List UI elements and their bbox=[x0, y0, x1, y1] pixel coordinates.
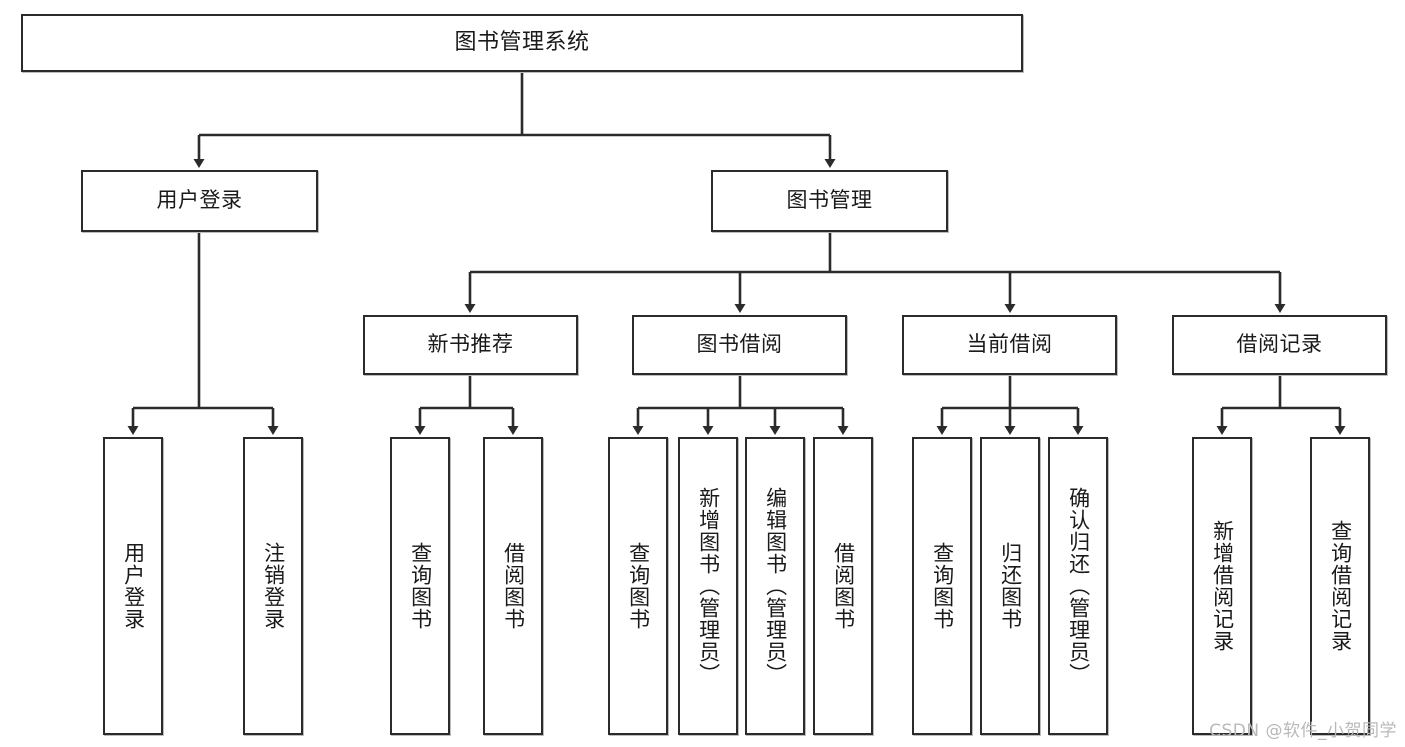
node-label: 图书管理系统 bbox=[454, 29, 590, 55]
node-label: 查询图书 bbox=[626, 542, 651, 630]
node-label: 编辑图书（管理员） bbox=[763, 487, 788, 685]
leaf-new-book-borrow[interactable]: 借阅图书 bbox=[483, 437, 543, 735]
leaf-current-query-book[interactable]: 查询图书 bbox=[912, 437, 972, 735]
leaf-record-add[interactable]: 新增借阅记录 bbox=[1192, 437, 1252, 735]
node-book-borrow[interactable]: 图书借阅 bbox=[632, 315, 847, 375]
node-label: 用户登录 bbox=[121, 542, 146, 630]
leaf-borrow-edit-book[interactable]: 编辑图书（管理员） bbox=[745, 437, 805, 735]
node-book-management[interactable]: 图书管理 bbox=[711, 170, 948, 232]
leaf-new-book-query[interactable]: 查询图书 bbox=[390, 437, 450, 735]
leaf-borrow-query-book[interactable]: 查询图书 bbox=[608, 437, 668, 735]
watermark: CSDN @软件_小贺同学 bbox=[1209, 721, 1397, 741]
node-label: 借阅记录 bbox=[1236, 332, 1323, 357]
leaf-borrow-add-book[interactable]: 新增图书（管理员） bbox=[678, 437, 738, 735]
node-label: 用户登录 bbox=[156, 188, 243, 213]
node-label: 借阅图书 bbox=[501, 542, 526, 630]
node-label: 借阅图书 bbox=[831, 542, 856, 630]
node-root-system[interactable]: 图书管理系统 bbox=[21, 14, 1023, 72]
node-current-borrow[interactable]: 当前借阅 bbox=[902, 315, 1117, 375]
node-label: 当前借阅 bbox=[966, 332, 1053, 357]
node-label: 图书管理 bbox=[786, 188, 873, 213]
node-user-login[interactable]: 用户登录 bbox=[81, 170, 318, 232]
node-label: 新书推荐 bbox=[427, 332, 514, 357]
leaf-current-confirm-return[interactable]: 确认归还（管理员） bbox=[1048, 437, 1108, 735]
leaf-user-login-signin[interactable]: 用户登录 bbox=[103, 437, 163, 735]
node-new-book-recommend[interactable]: 新书推荐 bbox=[363, 315, 578, 375]
node-label: 查询借阅记录 bbox=[1328, 520, 1353, 652]
leaf-record-query[interactable]: 查询借阅记录 bbox=[1310, 437, 1370, 735]
node-label: 新增借阅记录 bbox=[1210, 520, 1235, 652]
node-label: 注销登录 bbox=[261, 542, 286, 630]
leaf-borrow-borrow-book[interactable]: 借阅图书 bbox=[813, 437, 873, 735]
leaf-current-return-book[interactable]: 归还图书 bbox=[980, 437, 1040, 735]
node-borrow-record[interactable]: 借阅记录 bbox=[1172, 315, 1387, 375]
node-label: 归还图书 bbox=[998, 542, 1023, 630]
node-label: 确认归还（管理员） bbox=[1066, 487, 1091, 685]
node-label: 图书借阅 bbox=[696, 332, 783, 357]
node-label: 查询图书 bbox=[408, 542, 433, 630]
node-label: 新增图书（管理员） bbox=[696, 487, 721, 685]
node-label: 查询图书 bbox=[930, 542, 955, 630]
leaf-user-login-signout[interactable]: 注销登录 bbox=[243, 437, 303, 735]
